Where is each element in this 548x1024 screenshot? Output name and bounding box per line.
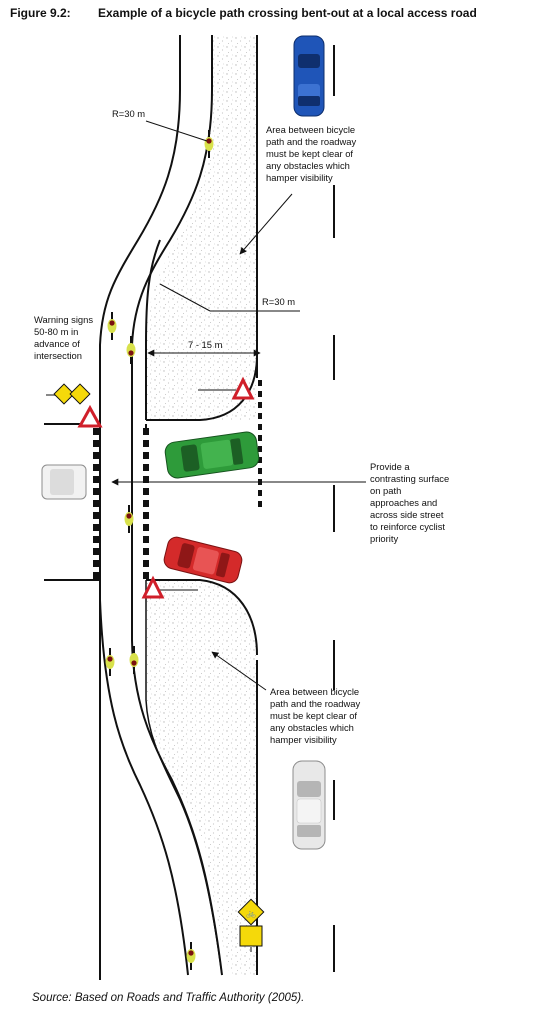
cyclist-6 <box>129 646 139 674</box>
cyclist-5 <box>105 648 115 676</box>
warning-sign-left <box>46 383 91 405</box>
clear-bottom-line-4: any obstacles which <box>270 722 354 733</box>
path-edge-left-lower <box>99 599 189 976</box>
clear-bottom-line-2: path and the roadway <box>270 698 360 709</box>
contrasting-line-1: Provide a <box>370 461 410 472</box>
car-white <box>292 760 326 850</box>
annotation-leaders <box>111 120 366 691</box>
clear-bottom-line-5: hamper visibility <box>270 734 337 745</box>
clear-top-line-3: must be kept clear of <box>266 148 353 159</box>
label-clear-area-bottom: Area between bicycle path and the roadwa… <box>270 686 360 745</box>
label-offset: 7 - 15 m <box>188 339 223 350</box>
label-radius-mid: R=30 m <box>262 296 295 307</box>
crossing-dashes-right <box>143 428 149 579</box>
bicycle-path <box>44 35 258 980</box>
verge-inner-edge-bottom <box>145 580 223 976</box>
contrasting-line-7: priority <box>370 533 398 544</box>
leader-radius-mid <box>159 283 211 312</box>
contrasting-line-5: across side street <box>370 509 444 520</box>
leader-clear-area-bottom <box>211 651 267 691</box>
warning-line-2: 50-80 m in <box>34 326 78 337</box>
clear-bottom-line-1: Area between bicycle <box>270 686 359 697</box>
contrasting-line-2: contrasting surface <box>370 473 449 484</box>
give-way-sign-bottom <box>141 575 198 599</box>
verge-top <box>146 35 257 420</box>
car-side-street <box>41 464 87 500</box>
clear-bottom-line-3: must be kept clear of <box>270 710 357 721</box>
corner-curve-bottom <box>146 579 258 656</box>
label-clear-area-top: Area between bicycle path and the roadwa… <box>266 124 356 183</box>
contrasting-line-4: approaches and <box>370 497 437 508</box>
car-green <box>164 431 260 479</box>
cyclist-4 <box>124 505 134 533</box>
figure-title: Figure 9.2: Example of a bicycle path cro… <box>10 6 477 20</box>
label-radius-top: R=30 m <box>112 108 145 119</box>
clear-top-line-5: hamper visibility <box>266 172 333 183</box>
svg-text:🚲: 🚲 <box>246 909 256 918</box>
contrasting-line-3: on path <box>370 485 401 496</box>
path-edge-left <box>99 35 181 980</box>
verge-bottom <box>146 580 257 975</box>
give-way-sign-top <box>198 376 255 400</box>
car-blue <box>293 35 325 117</box>
cyclist-3 <box>126 336 136 364</box>
verge-inner-edge-top <box>145 239 161 420</box>
clear-top-line-2: path and the roadway <box>266 136 356 147</box>
figure-number: Figure 9.2: <box>10 6 71 20</box>
warning-line-4: intersection <box>34 350 82 361</box>
crossing-dashes-left <box>93 428 99 579</box>
figure-caption: Example of a bicycle path crossing bent-… <box>98 6 477 20</box>
clear-top-line-1: Area between bicycle <box>266 124 355 135</box>
warning-line-1: Warning signs <box>34 314 93 325</box>
clear-top-line-4: any obstacles which <box>266 160 350 171</box>
warning-line-3: advance of <box>34 338 80 349</box>
cyclist-7 <box>186 942 196 970</box>
figure-source: Source: Based on Roads and Traffic Autho… <box>32 992 305 1004</box>
label-warning-signs: Warning signs 50-80 m in advance of inte… <box>34 314 93 361</box>
crossing-markings <box>93 380 262 579</box>
give-way-sign-left <box>77 404 103 428</box>
label-contrasting: Provide a contrasting surface on path ap… <box>370 461 449 544</box>
cyclist-2 <box>107 312 117 340</box>
car-red <box>163 536 243 584</box>
leader-clear-area-top <box>239 193 293 255</box>
warning-sign-bottom: 🚲 <box>237 898 265 952</box>
leader-radius-top <box>145 120 208 142</box>
contrasting-line-6: to reinforce cyclist <box>370 521 445 532</box>
roadway-edge-dashes <box>258 380 262 507</box>
